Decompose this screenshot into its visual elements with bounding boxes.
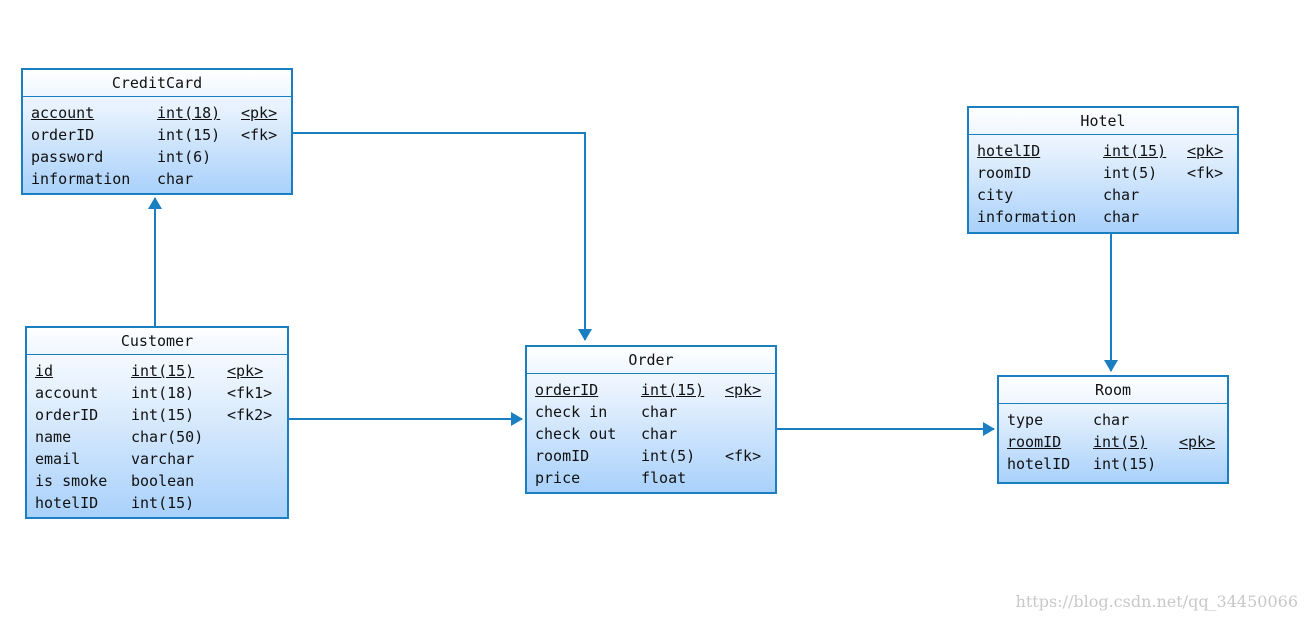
attribute-list: id int(15) <pk> account int(18) <fk1> or…: [27, 355, 287, 514]
attribute-name: information: [31, 170, 131, 188]
attribute-type: int(18): [131, 384, 195, 402]
attribute-type: int(5): [1103, 164, 1158, 182]
attribute-row[interactable]: account int(18) <fk1>: [35, 382, 287, 404]
attribute-type: int(15): [1093, 455, 1157, 473]
attribute-key: <fk>: [241, 126, 278, 144]
attribute-row[interactable]: price float: [535, 467, 775, 489]
attribute-row[interactable]: hotelID int(15) <pk>: [977, 140, 1237, 162]
attribute-name: is smoke: [35, 472, 108, 490]
attribute-type: int(15): [157, 126, 221, 144]
attribute-type: int(15): [641, 381, 705, 399]
attribute-name: roomID: [535, 447, 590, 465]
attribute-name: account: [31, 104, 95, 122]
attribute-type: int(15): [131, 494, 195, 512]
attribute-list: hotelID int(15) <pk> roomID int(5) <fk> …: [969, 135, 1237, 228]
entity-title: Customer: [27, 328, 287, 355]
attribute-name: roomID: [1007, 433, 1062, 451]
attribute-row[interactable]: hotelID int(15): [1007, 453, 1227, 475]
attribute-type: int(15): [131, 406, 195, 424]
entity-hotel[interactable]: Hotel hotelID int(15) <pk> roomID int(5)…: [967, 106, 1239, 234]
attribute-row[interactable]: email varchar: [35, 448, 287, 470]
attribute-type: float: [641, 469, 687, 487]
attribute-type: int(18): [157, 104, 221, 122]
attribute-type: int(15): [131, 362, 195, 380]
connector-creditcard-order[interactable]: [292, 132, 592, 341]
attribute-row[interactable]: roomID int(5) <pk>: [1007, 431, 1227, 453]
attribute-key: <pk>: [1179, 433, 1216, 451]
attribute-row[interactable]: information char: [31, 168, 291, 190]
entity-title: Order: [527, 347, 775, 374]
attribute-type: char(50): [131, 428, 204, 446]
entity-room[interactable]: Room type char roomID int(5) <pk> hotelI…: [997, 375, 1229, 484]
attribute-type: int(5): [1093, 433, 1148, 451]
attribute-row[interactable]: password int(6): [31, 146, 291, 168]
attribute-name: price: [535, 469, 581, 487]
attribute-row[interactable]: id int(15) <pk>: [35, 360, 287, 382]
attribute-row[interactable]: check out char: [535, 423, 775, 445]
attribute-name: account: [35, 384, 99, 402]
attribute-list: type char roomID int(5) <pk> hotelID int…: [999, 404, 1227, 475]
attribute-key: <fk2>: [227, 406, 273, 424]
attribute-list: orderID int(15) <pk> check in char check…: [527, 374, 775, 489]
attribute-name: password: [31, 148, 104, 166]
attribute-row[interactable]: is smoke boolean: [35, 470, 287, 492]
attribute-row[interactable]: roomID int(5) <fk>: [977, 162, 1237, 184]
attribute-row[interactable]: hotelID int(15): [35, 492, 287, 514]
attribute-row[interactable]: orderID int(15) <fk>: [31, 124, 291, 146]
attribute-name: city: [977, 186, 1014, 204]
attribute-name: hotelID: [977, 142, 1041, 160]
attribute-name: hotelID: [35, 494, 99, 512]
watermark-text: https://blog.csdn.net/qq_34450066: [1015, 592, 1298, 611]
entity-title: Hotel: [969, 108, 1237, 135]
attribute-row[interactable]: name char(50): [35, 426, 287, 448]
attribute-name: hotelID: [1007, 455, 1071, 473]
entity-title: CreditCard: [23, 70, 291, 97]
attribute-type: char: [1093, 411, 1130, 429]
attribute-type: char: [641, 425, 678, 443]
attribute-row[interactable]: type char: [1007, 409, 1227, 431]
attribute-type: int(5): [641, 447, 696, 465]
attribute-row[interactable]: check in char: [535, 401, 775, 423]
attribute-row[interactable]: account int(18) <pk>: [31, 102, 291, 124]
attribute-name: check out: [535, 425, 617, 443]
attribute-type: char: [157, 170, 194, 188]
entity-title: Room: [999, 377, 1227, 404]
attribute-name: id: [35, 362, 54, 380]
attribute-type: varchar: [131, 450, 195, 468]
attribute-type: char: [641, 403, 678, 421]
attribute-name: orderID: [35, 406, 99, 424]
attribute-type: int(15): [1103, 142, 1167, 160]
attribute-key: <pk>: [241, 104, 278, 122]
attribute-name: name: [35, 428, 72, 446]
attribute-name: roomID: [977, 164, 1032, 182]
attribute-key: <fk>: [725, 447, 762, 465]
attribute-row[interactable]: information char: [977, 206, 1237, 228]
entity-order[interactable]: Order orderID int(15) <pk> check in char…: [525, 345, 777, 494]
entity-customer[interactable]: Customer id int(15) <pk> account int(18)…: [25, 326, 289, 519]
attribute-key: <pk>: [227, 362, 264, 380]
attribute-type: char: [1103, 186, 1140, 204]
attribute-name: check in: [535, 403, 608, 421]
attribute-list: account int(18) <pk> orderID int(15) <fk…: [23, 97, 291, 190]
attribute-row[interactable]: roomID int(5) <fk>: [535, 445, 775, 467]
attribute-name: information: [977, 208, 1077, 226]
attribute-type: char: [1103, 208, 1140, 226]
attribute-row[interactable]: city char: [977, 184, 1237, 206]
attribute-key: <pk>: [1187, 142, 1224, 160]
attribute-name: orderID: [31, 126, 95, 144]
attribute-name: type: [1007, 411, 1044, 429]
attribute-key: <pk>: [725, 381, 762, 399]
attribute-key: <fk1>: [227, 384, 273, 402]
attribute-name: email: [35, 450, 81, 468]
attribute-type: int(6): [157, 148, 212, 166]
attribute-key: <fk>: [1187, 164, 1224, 182]
attribute-name: orderID: [535, 381, 599, 399]
attribute-row[interactable]: orderID int(15) <fk2>: [35, 404, 287, 426]
entity-creditcard[interactable]: CreditCard account int(18) <pk> orderID …: [21, 68, 293, 195]
attribute-type: boolean: [131, 472, 195, 490]
attribute-row[interactable]: orderID int(15) <pk>: [535, 379, 775, 401]
